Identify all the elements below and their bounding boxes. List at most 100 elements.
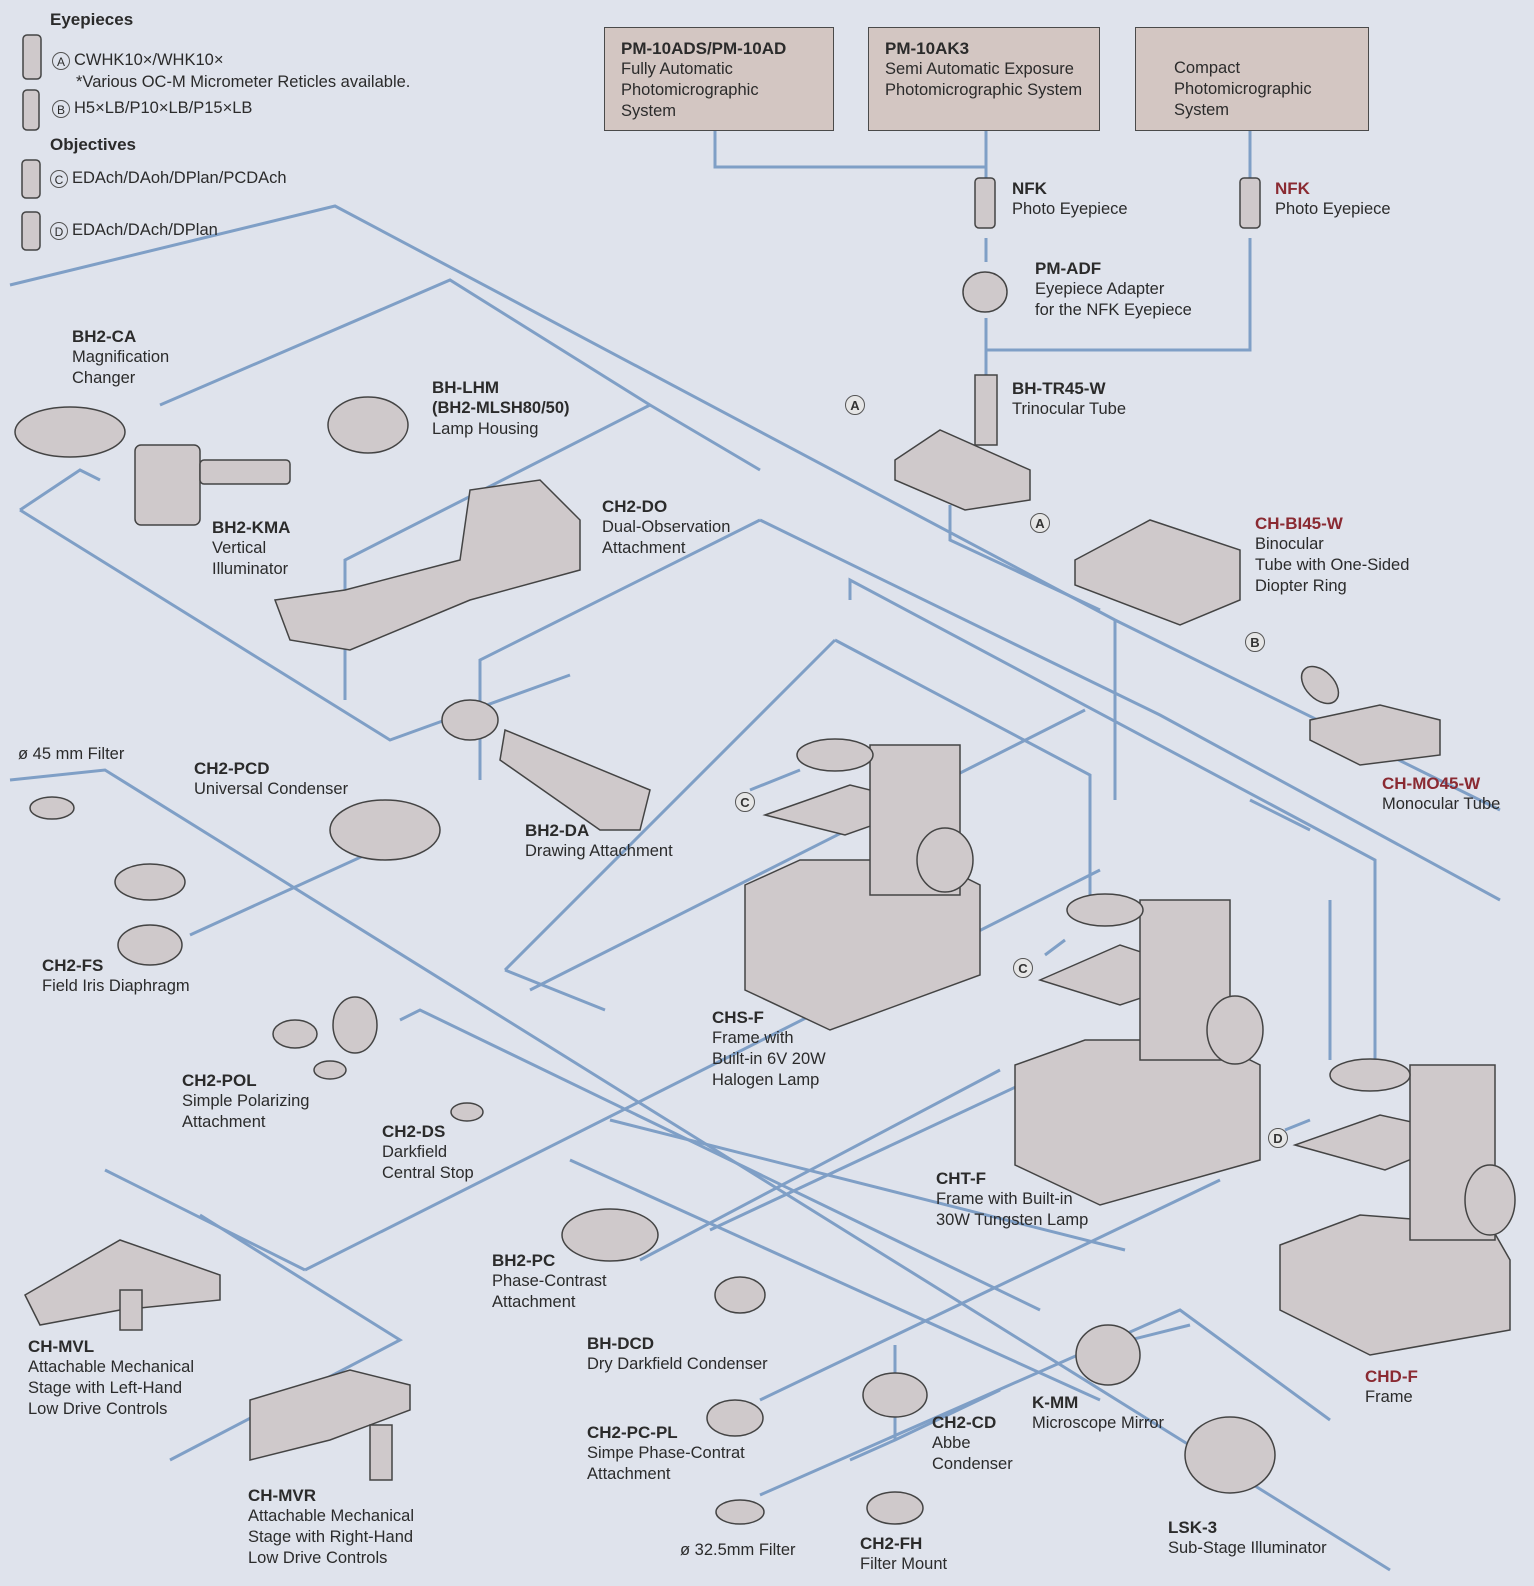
badge-a-binocular: A — [1030, 513, 1050, 533]
part-code: CH-BI45-W — [1255, 513, 1409, 534]
part-desc: Drawing Attachment — [525, 841, 673, 862]
legend-text: CWHK10×/WHK10× — [74, 51, 223, 69]
part-desc: Magnification — [72, 347, 169, 368]
objectives-header: Objectives — [50, 135, 136, 155]
part-desc: Dual-Observation — [602, 517, 730, 538]
part-code: BH-DCD — [587, 1333, 768, 1354]
part-desc: Dry Darkfield Condenser — [587, 1354, 768, 1375]
part-code: CH2-DO — [602, 496, 730, 517]
legend-text: H5×LB/P10×LB/P15×LB — [74, 99, 252, 117]
part-desc: Attachable Mechanical — [248, 1506, 414, 1527]
eyepieces-header: Eyepieces — [50, 10, 133, 30]
badge-c-cht-f: C — [1013, 958, 1033, 978]
part-desc: Simpe Phase-Contrat — [587, 1443, 745, 1464]
part-desc: Changer — [72, 368, 169, 389]
part-desc: Central Stop — [382, 1163, 474, 1184]
part-desc: Filter Mount — [860, 1554, 947, 1575]
part-desc: Vertical — [212, 538, 290, 559]
badge-b: B — [52, 100, 70, 118]
part-code: NFK — [1012, 178, 1128, 199]
part-desc: Simple Polarizing — [182, 1091, 309, 1112]
system-box-pm10ads: PM-10ADS/PM-10AD Fully Automatic Photomi… — [604, 27, 834, 131]
part-desc: Attachment — [587, 1464, 745, 1485]
label-ch2-pcd: CH2-PCDUniversal Condenser — [194, 758, 348, 800]
system-desc: Fully Automatic Photomicrographic System — [621, 59, 786, 122]
legend-note: *Various OC-M Micrometer Reticles availa… — [76, 72, 410, 93]
legend-text: EDAch/DAoh/DPlan/PCDAch — [72, 169, 287, 187]
part-desc: for the NFK Eyepiece — [1035, 301, 1192, 319]
label-ch2-fs: CH2-FSField Iris Diaphragm — [42, 955, 190, 997]
part-desc: Tube with One-Sided — [1255, 555, 1409, 576]
part-code: NFK — [1275, 178, 1391, 199]
part-desc: Binocular — [1255, 534, 1409, 555]
part-desc: Photo Eyepiece — [1012, 200, 1128, 218]
system-box-pm10ak3: PM-10AK3 Semi Automatic Exposure Photomi… — [868, 27, 1100, 131]
part-desc: Attachment — [492, 1292, 607, 1313]
part-code: CH2-FH — [860, 1533, 947, 1554]
system-desc: Semi Automatic Exposure Photomicrographi… — [885, 59, 1083, 101]
part-code: CHT-F — [936, 1168, 1088, 1189]
label-filter-45: ø 45 mm Filter — [18, 744, 124, 765]
part-desc: Darkfield — [382, 1142, 474, 1163]
part-code: CHS-F — [712, 1007, 826, 1028]
part-desc: Eyepiece Adapter — [1035, 279, 1192, 300]
part-desc: (BH2-MLSH80/50) — [432, 398, 570, 419]
part-code: CH2-POL — [182, 1070, 309, 1091]
part-code: CHD-F — [1365, 1366, 1418, 1387]
part-desc: Sub-Stage Illuminator — [1168, 1538, 1327, 1559]
label-filter-32-5: ø 32.5mm Filter — [680, 1540, 796, 1561]
part-desc: Diopter Ring — [1255, 576, 1409, 597]
part-code: CH-MO45-W — [1382, 773, 1500, 794]
system-box-compact: Compact Photomicrographic System — [1135, 27, 1369, 131]
part-desc: Universal Condenser — [194, 779, 348, 800]
part-desc: Abbe — [932, 1433, 1013, 1454]
system-code: PM-10AK3 — [885, 38, 1083, 59]
part-code: CH2-PC-PL — [587, 1422, 745, 1443]
part-desc: Illuminator — [212, 559, 290, 580]
system-code: PM-10ADS/PM-10AD — [621, 38, 817, 59]
label-bh2-da: BH2-DADrawing Attachment — [525, 820, 673, 862]
system-desc: Compact Photomicrographic System — [1174, 58, 1334, 121]
label-bh-tr45w: BH-TR45-WTrinocular Tube — [1012, 378, 1126, 420]
part-desc: ø 32.5mm Filter — [680, 1541, 796, 1559]
part-desc: Photo Eyepiece — [1275, 200, 1391, 218]
part-desc: Microscope Mirror — [1032, 1413, 1164, 1434]
badge-d-chd-f: D — [1268, 1128, 1288, 1148]
badge-a-trinocular: A — [845, 395, 865, 415]
part-desc: Trinocular Tube — [1012, 400, 1126, 418]
part-code: CH2-DS — [382, 1121, 474, 1142]
part-desc: Attachment — [182, 1112, 309, 1133]
badge-a: A — [52, 52, 70, 70]
part-desc: Frame with — [712, 1028, 826, 1049]
part-code: BH2-KMA — [212, 517, 290, 538]
part-code: BH2-PC — [492, 1250, 607, 1271]
part-desc: Frame — [1365, 1387, 1418, 1408]
label-bh-lhm: BH-LHM(BH2-MLSH80/50)Lamp Housing — [432, 377, 570, 440]
badge-c-chs-f: C — [735, 792, 755, 812]
badge-d: D — [50, 222, 68, 240]
part-code: PM-ADF — [1035, 258, 1192, 279]
part-desc: 30W Tungsten Lamp — [936, 1210, 1088, 1231]
part-code: CH-MVR — [248, 1485, 414, 1506]
part-code: CH-MVL — [28, 1336, 194, 1357]
label-ch2-cd: CH2-CDAbbeCondenser — [932, 1412, 1013, 1475]
part-desc: Attachable Mechanical — [28, 1357, 194, 1378]
